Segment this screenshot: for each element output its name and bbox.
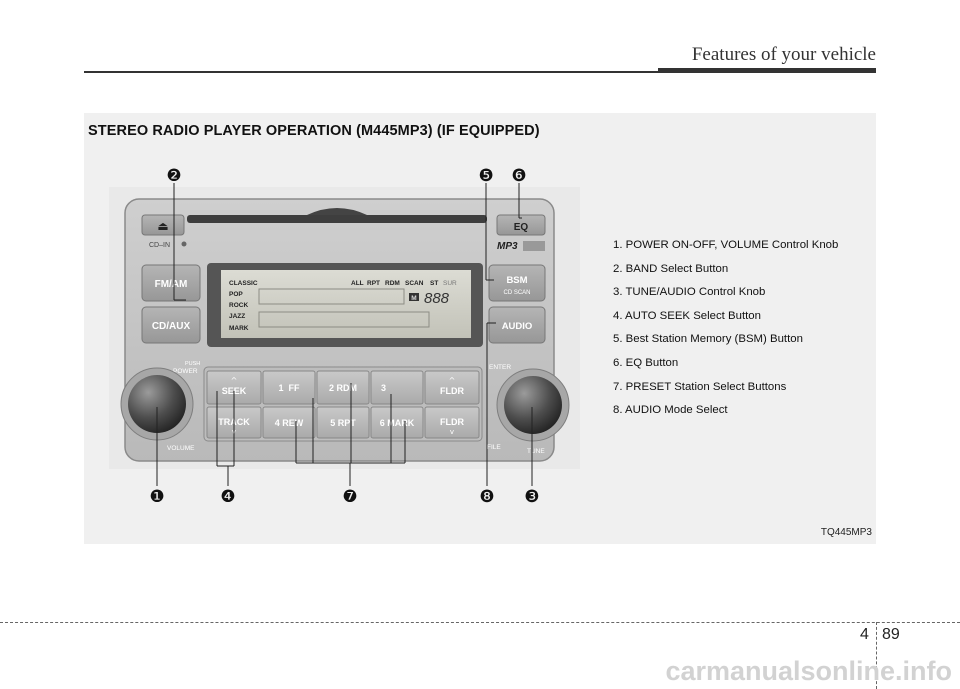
preset-2-button[interactable]: 2 RDM <box>316 370 370 405</box>
legend-item: 5. Best Station Memory (BSM) Button <box>613 333 803 346</box>
watermark: carmanualsonline.info <box>665 656 952 686</box>
display-mode: MARK <box>229 325 249 332</box>
cd-slot <box>187 215 487 223</box>
legend-item: 6. EQ Button <box>613 356 679 369</box>
folder-down-icon: v <box>450 428 454 436</box>
preset-2-label: 2 RDM <box>329 383 357 393</box>
power-label: POWER <box>173 368 198 375</box>
display-m: M <box>411 295 416 302</box>
display-mode: ROCK <box>229 302 248 309</box>
legend-item: 2. BAND Select Button <box>613 262 729 275</box>
folder-down-label: FLDR <box>440 417 464 427</box>
folder-down-button[interactable]: FLDR v <box>424 406 480 439</box>
legend-item: 3. TUNE/AUDIO Control Knob <box>613 286 766 299</box>
header-title: Features of your vehicle <box>691 44 876 65</box>
preset-1-label: 1 FF <box>278 383 300 393</box>
audio-button[interactable]: AUDIO <box>488 306 546 344</box>
display-m-badge <box>409 293 419 301</box>
radio-illustration: ⏏ CD–IN EQ MP3 FM/AM CD/AUX BSM CD SCAN … <box>109 187 580 469</box>
display-status: ALL <box>351 280 364 287</box>
preset-5-label: 5 RPT <box>330 418 356 428</box>
header-rule <box>84 71 876 73</box>
callout-2: ❷ <box>166 166 181 186</box>
cd-scan-label: CD SCAN <box>503 290 530 296</box>
callout-1: ❶ <box>149 487 164 507</box>
footer-separator <box>876 622 877 689</box>
cd-in-label: CD–IN <box>149 242 170 249</box>
volume-label: VOLUME <box>167 445 195 452</box>
folder-up-icon: ^ <box>449 376 456 385</box>
figure-code: TQ445MP3 <box>820 527 872 538</box>
legend-item: 4. AUTO SEEK Select Button <box>613 309 761 322</box>
display-mode: POP <box>229 291 243 298</box>
tune-label: TUNE <box>527 448 545 455</box>
legend-item: 8. AUDIO Mode Select <box>613 404 728 417</box>
preset-4-label: 4 REW <box>275 418 304 428</box>
preset-1-button[interactable]: 1 FF <box>262 370 316 405</box>
display-field-top <box>258 288 405 305</box>
mp3-logo: MP3 <box>497 241 518 252</box>
preset-3-button[interactable]: 3 <box>370 370 424 405</box>
header-rule-accent <box>658 68 876 73</box>
folder-up-button[interactable]: ^ FLDR <box>424 370 480 405</box>
bsm-button[interactable]: BSM CD SCAN <box>488 264 546 302</box>
cd-aux-label: CD/AUX <box>152 321 191 332</box>
fm-am-label: FM/AM <box>155 279 188 290</box>
cd-aux-button[interactable]: CD/AUX <box>141 306 201 344</box>
file-label: FILE <box>487 444 501 451</box>
preset-6-label: 6 MARK <box>380 418 415 428</box>
legend-item: 7. PRESET Station Select Buttons <box>613 380 787 393</box>
push-label: PUSH <box>185 361 200 367</box>
display-digits: 888 <box>424 290 450 307</box>
callout-3: ❸ <box>524 487 539 507</box>
legend-item: 1. POWER ON-OFF, VOLUME Control Knob <box>613 239 839 251</box>
chapter-number: 4 <box>860 626 869 643</box>
display-status: SUR <box>443 280 457 287</box>
display-status: RDM <box>385 280 400 287</box>
display-mode: CLASSIC <box>229 280 258 287</box>
callout-6: ❻ <box>511 166 526 186</box>
preset-5-button[interactable]: 5 RPT <box>316 406 370 439</box>
section-title: STEREO RADIO PLAYER OPERATION (M445MP3) … <box>88 123 540 139</box>
volume-knob[interactable] <box>128 375 186 433</box>
preset-6-button[interactable]: 6 MARK <box>370 406 424 439</box>
folder-up-label: FLDR <box>440 386 464 396</box>
tune-knob[interactable] <box>504 376 562 434</box>
enter-label: ENTER <box>489 364 511 371</box>
page-number: 89 <box>882 626 900 643</box>
callout-7: ❼ <box>342 487 357 507</box>
bsm-label: BSM <box>506 275 527 286</box>
cd-in-indicator <box>181 241 187 247</box>
audio-label: AUDIO <box>502 321 533 332</box>
display-status: ST <box>430 280 438 287</box>
footer-rule <box>0 622 960 623</box>
seek-up-icon: ^ <box>231 376 238 385</box>
display-field-bottom <box>258 311 430 328</box>
fm-am-button[interactable]: FM/AM <box>141 264 201 302</box>
callout-4: ❹ <box>220 487 235 507</box>
preset-3-label: 3 <box>381 383 386 393</box>
legend-list: 1. POWER ON-OFF, VOLUME Control Knob 2. … <box>613 236 838 425</box>
eq-button[interactable]: EQ <box>496 214 546 236</box>
eq-label: EQ <box>514 222 529 233</box>
disc-logo <box>523 241 545 251</box>
display-status: SCAN <box>405 280 424 287</box>
callout-5: ❺ <box>478 166 493 186</box>
eject-icon: ⏏ <box>157 219 168 233</box>
display-status: RPT <box>367 280 380 287</box>
preset-4-button[interactable]: 4 REW <box>262 406 316 439</box>
display-mode: JAZZ <box>229 313 245 320</box>
callout-8: ❽ <box>479 487 494 507</box>
